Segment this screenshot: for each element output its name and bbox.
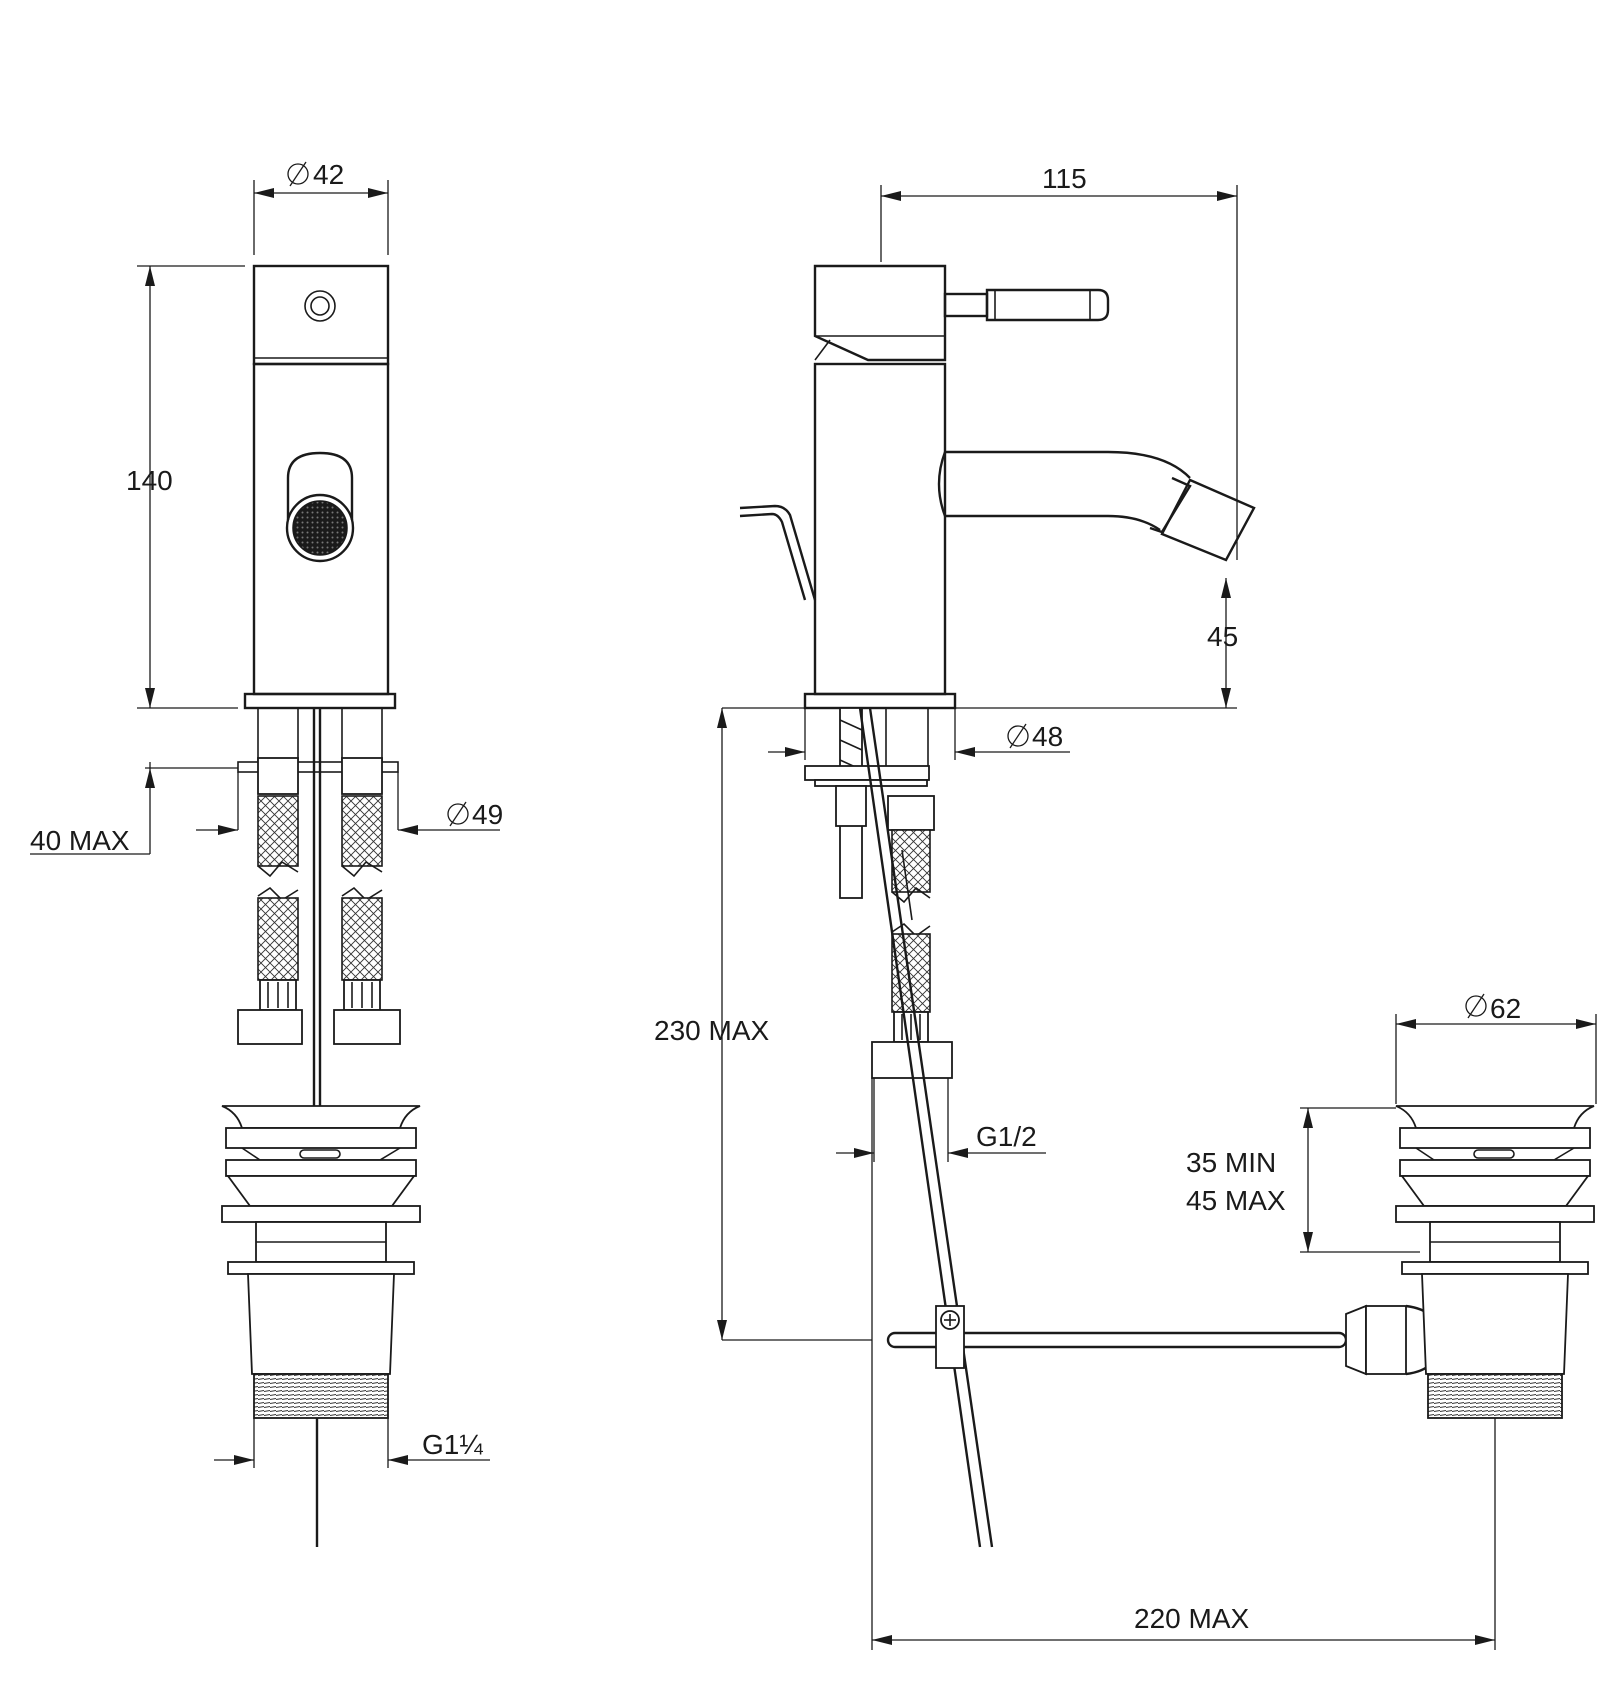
dim-45: 45 [955, 578, 1238, 709]
dim-220-max-label: 220 MAX [1134, 1603, 1249, 1634]
dim-42-label: 42 [313, 159, 344, 190]
dim-g1-2: G1/2 [836, 1078, 1046, 1162]
dim-g1-1-4-label: G1¼ [422, 1429, 483, 1460]
dim-g1-2-label: G1/2 [976, 1121, 1037, 1152]
side-base-plate [803, 692, 957, 710]
diameter-symbol-icon [1007, 723, 1029, 749]
dim-40-max: 40 MAX [30, 762, 238, 856]
side-body [813, 362, 947, 696]
diameter-symbol-icon [287, 161, 309, 187]
front-view: 42 140 40 MAX [30, 159, 503, 1547]
dim-62: 62 [1395, 993, 1597, 1104]
aerator-icon [285, 451, 355, 563]
dim-45-max-label: 45 MAX [1186, 1185, 1286, 1216]
dim-115: 115 [880, 163, 1238, 560]
dim-49-label: 49 [472, 799, 503, 830]
dim-g1-1-4: G1¼ [214, 1418, 490, 1468]
dim-35-min-45-max: 35 MIN 45 MAX [1186, 1107, 1420, 1253]
side-view: 115 [654, 163, 1597, 1650]
dim-220-max: 220 MAX [872, 1418, 1496, 1650]
side-pull-rod [858, 707, 994, 1548]
dim-45-label: 45 [1207, 621, 1238, 652]
diameter-symbol-icon [447, 801, 469, 827]
dim-62-label: 62 [1490, 993, 1521, 1024]
screw-icon [940, 1310, 960, 1330]
side-linkage [886, 1304, 1442, 1376]
diameter-symbol-icon [1465, 993, 1487, 1019]
dim-48: 48 [768, 708, 1070, 760]
dim-115-label: 115 [1042, 163, 1087, 194]
dim-140: 140 [126, 265, 245, 709]
dim-230-max: 230 MAX [654, 707, 872, 1341]
side-pull-lever [739, 504, 817, 601]
dim-140-label: 140 [126, 465, 173, 496]
dim-230-max-label: 230 MAX [654, 1015, 769, 1046]
side-spout [937, 450, 1256, 562]
side-waste-valve [1395, 1105, 1595, 1419]
dim-48-label: 48 [1032, 721, 1063, 752]
dim-35-min-label: 35 MIN [1186, 1147, 1276, 1178]
front-base-plate [243, 692, 397, 710]
dim-49: 49 [196, 772, 503, 835]
front-waste-valve [221, 1105, 421, 1419]
front-hoses [237, 707, 401, 1045]
side-handle [813, 264, 1110, 362]
front-handle-hole [304, 290, 336, 322]
dim-40-max-label: 40 MAX [30, 825, 130, 856]
dim-42: 42 [253, 159, 389, 255]
